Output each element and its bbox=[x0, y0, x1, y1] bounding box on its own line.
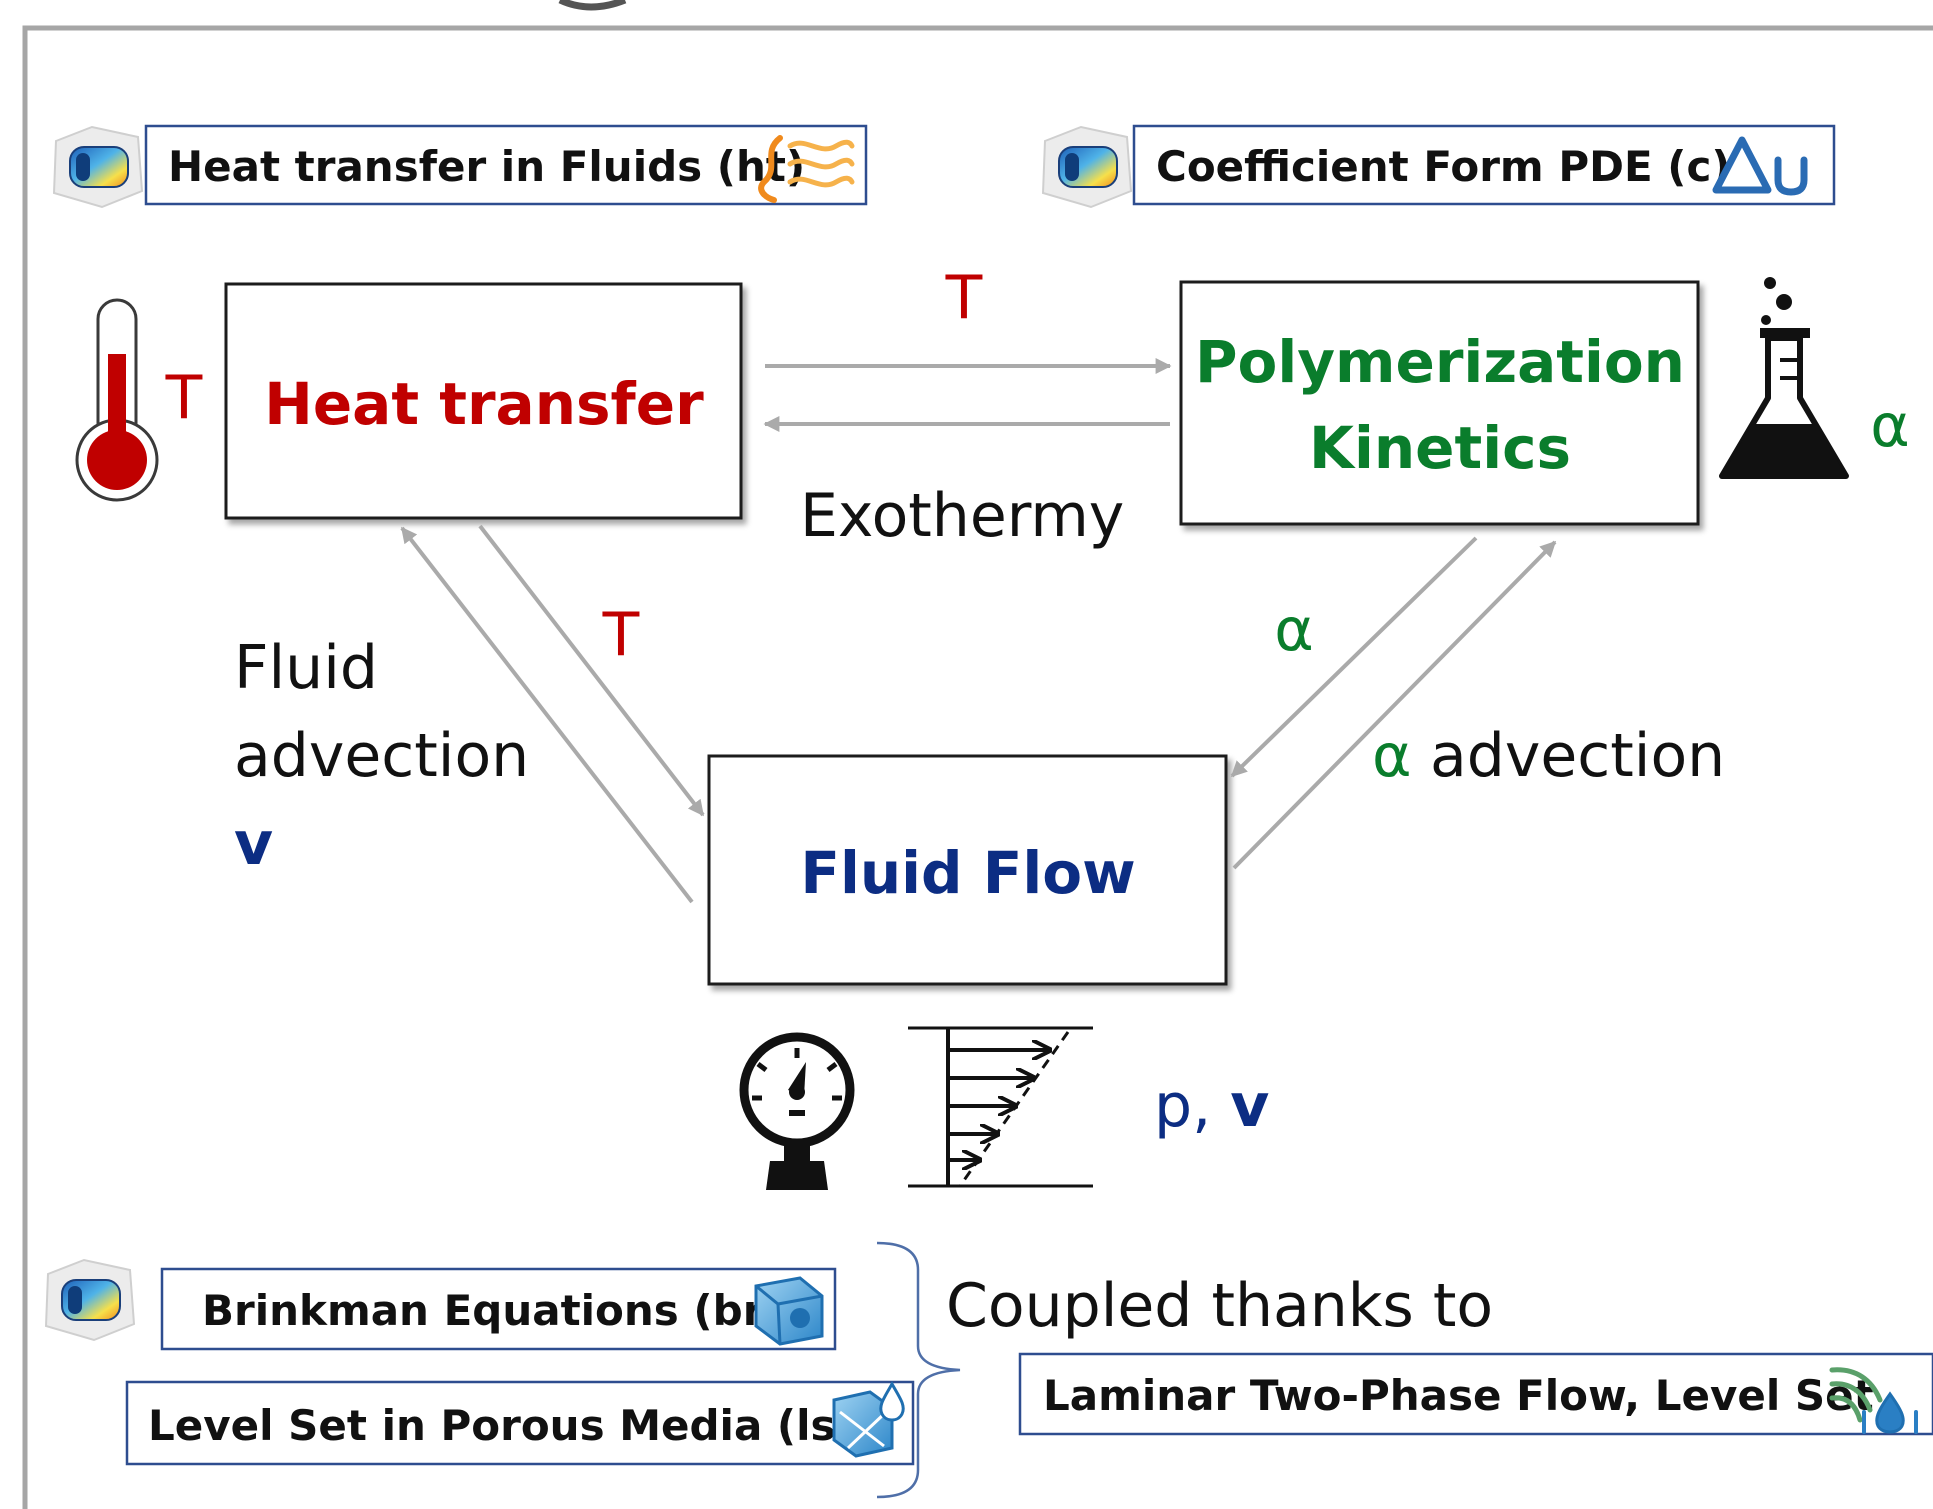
heat-transfer-title: Heat transfer bbox=[264, 370, 704, 438]
coefficient-form-pde-text: Coefficient Form PDE (c) bbox=[1156, 142, 1731, 191]
temperature-label-diagonal: T bbox=[602, 600, 640, 670]
exothermy-label: Exothermy bbox=[800, 481, 1124, 551]
two-phase-flow-icon bbox=[1829, 1367, 1918, 1434]
comsol-logo-icon bbox=[44, 1258, 136, 1342]
thermometer-icon bbox=[75, 298, 159, 502]
arrow-heat-to-flow bbox=[478, 524, 705, 817]
fluid-flow-module[interactable] bbox=[707, 754, 1228, 986]
pressure-gauge-icon bbox=[739, 1032, 855, 1190]
fluid-flow-title: Fluid Flow bbox=[800, 839, 1135, 907]
velocity-label: v bbox=[234, 809, 273, 879]
brinkman-cube-icon bbox=[754, 1276, 824, 1346]
heat-transfer-module[interactable] bbox=[224, 282, 743, 520]
comsol-logo-icon bbox=[1041, 125, 1133, 209]
pressure-velocity-label: p, v bbox=[1154, 1071, 1269, 1141]
level-set-porous-label[interactable] bbox=[125, 1380, 915, 1466]
cropped-title-fragment bbox=[558, 0, 627, 11]
fluid-advection-label-line1: Fluid bbox=[234, 633, 378, 703]
arrow-flow-to-polymerization bbox=[1232, 540, 1557, 870]
pressure-symbol: p, bbox=[1154, 1071, 1230, 1141]
fluid-advection-label-line2: advection bbox=[234, 721, 529, 791]
arrow-polymerization-to-flow bbox=[1230, 536, 1478, 778]
polymerization-title-line2: Kinetics bbox=[1309, 414, 1571, 482]
level-set-porous-icon bbox=[832, 1380, 905, 1458]
alpha-label-diagonal: α bbox=[1274, 595, 1314, 665]
velocity-symbol: v bbox=[1230, 1071, 1269, 1141]
alpha-advection-label: advection bbox=[1430, 721, 1725, 791]
heat-transfer-fluids-label[interactable] bbox=[144, 124, 868, 206]
outer-frame bbox=[22, 25, 1933, 1509]
heat-transfer-fluids-text: Heat transfer in Fluids (ht) bbox=[168, 142, 805, 191]
coupled-thanks-to-label: Coupled thanks to bbox=[946, 1271, 1493, 1341]
polymerization-title-line1: Polymerization bbox=[1195, 328, 1685, 396]
laminar-two-phase-flow-label[interactable] bbox=[1018, 1352, 1933, 1436]
alpha-advection-symbol: α bbox=[1372, 721, 1412, 791]
heat-waves-icon bbox=[758, 135, 855, 203]
flask-icon bbox=[1719, 277, 1849, 479]
comsol-logo-icon bbox=[52, 125, 144, 209]
brinkman-equations-text: Brinkman Equations (br) bbox=[202, 1286, 783, 1335]
curly-brace bbox=[876, 1241, 961, 1499]
velocity-profile-icon bbox=[908, 1026, 1093, 1188]
delta-u-icon bbox=[1712, 136, 1808, 196]
laminar-two-phase-flow-text: Laminar Two-Phase Flow, Level Set bbox=[1043, 1371, 1874, 1420]
alpha-label-flask: α bbox=[1870, 391, 1910, 461]
temperature-label-thermometer: T bbox=[165, 363, 203, 433]
temperature-label-top: T bbox=[945, 263, 983, 333]
brinkman-equations-label[interactable] bbox=[160, 1267, 837, 1351]
polymerization-kinetics-module[interactable] bbox=[1179, 280, 1700, 526]
arrow-flow-to-heat bbox=[400, 526, 694, 904]
level-set-porous-text: Level Set in Porous Media (ls) bbox=[148, 1401, 855, 1450]
